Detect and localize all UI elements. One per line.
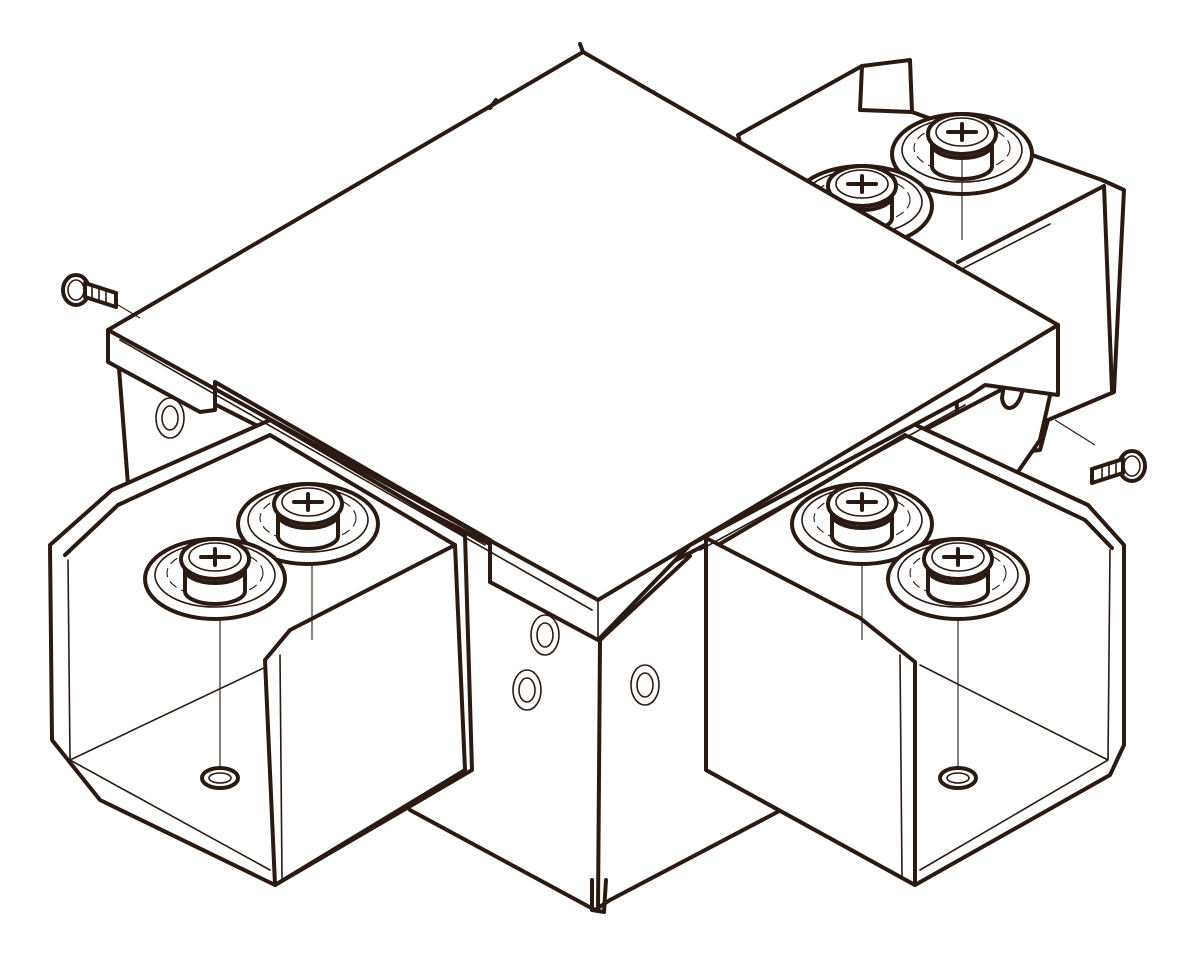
washer-screw-left-front bbox=[143, 537, 287, 621]
washer-screw-right-front bbox=[886, 537, 1030, 621]
loose-screw-left bbox=[61, 273, 141, 319]
knockout-front-right bbox=[630, 664, 660, 706]
right-branch bbox=[704, 418, 1126, 887]
loose-screw-right bbox=[1054, 419, 1147, 485]
left-branch bbox=[48, 418, 474, 887]
knockout-back-left bbox=[155, 397, 185, 439]
knockout-front-left bbox=[512, 614, 560, 711]
cover-plate bbox=[106, 42, 1060, 642]
